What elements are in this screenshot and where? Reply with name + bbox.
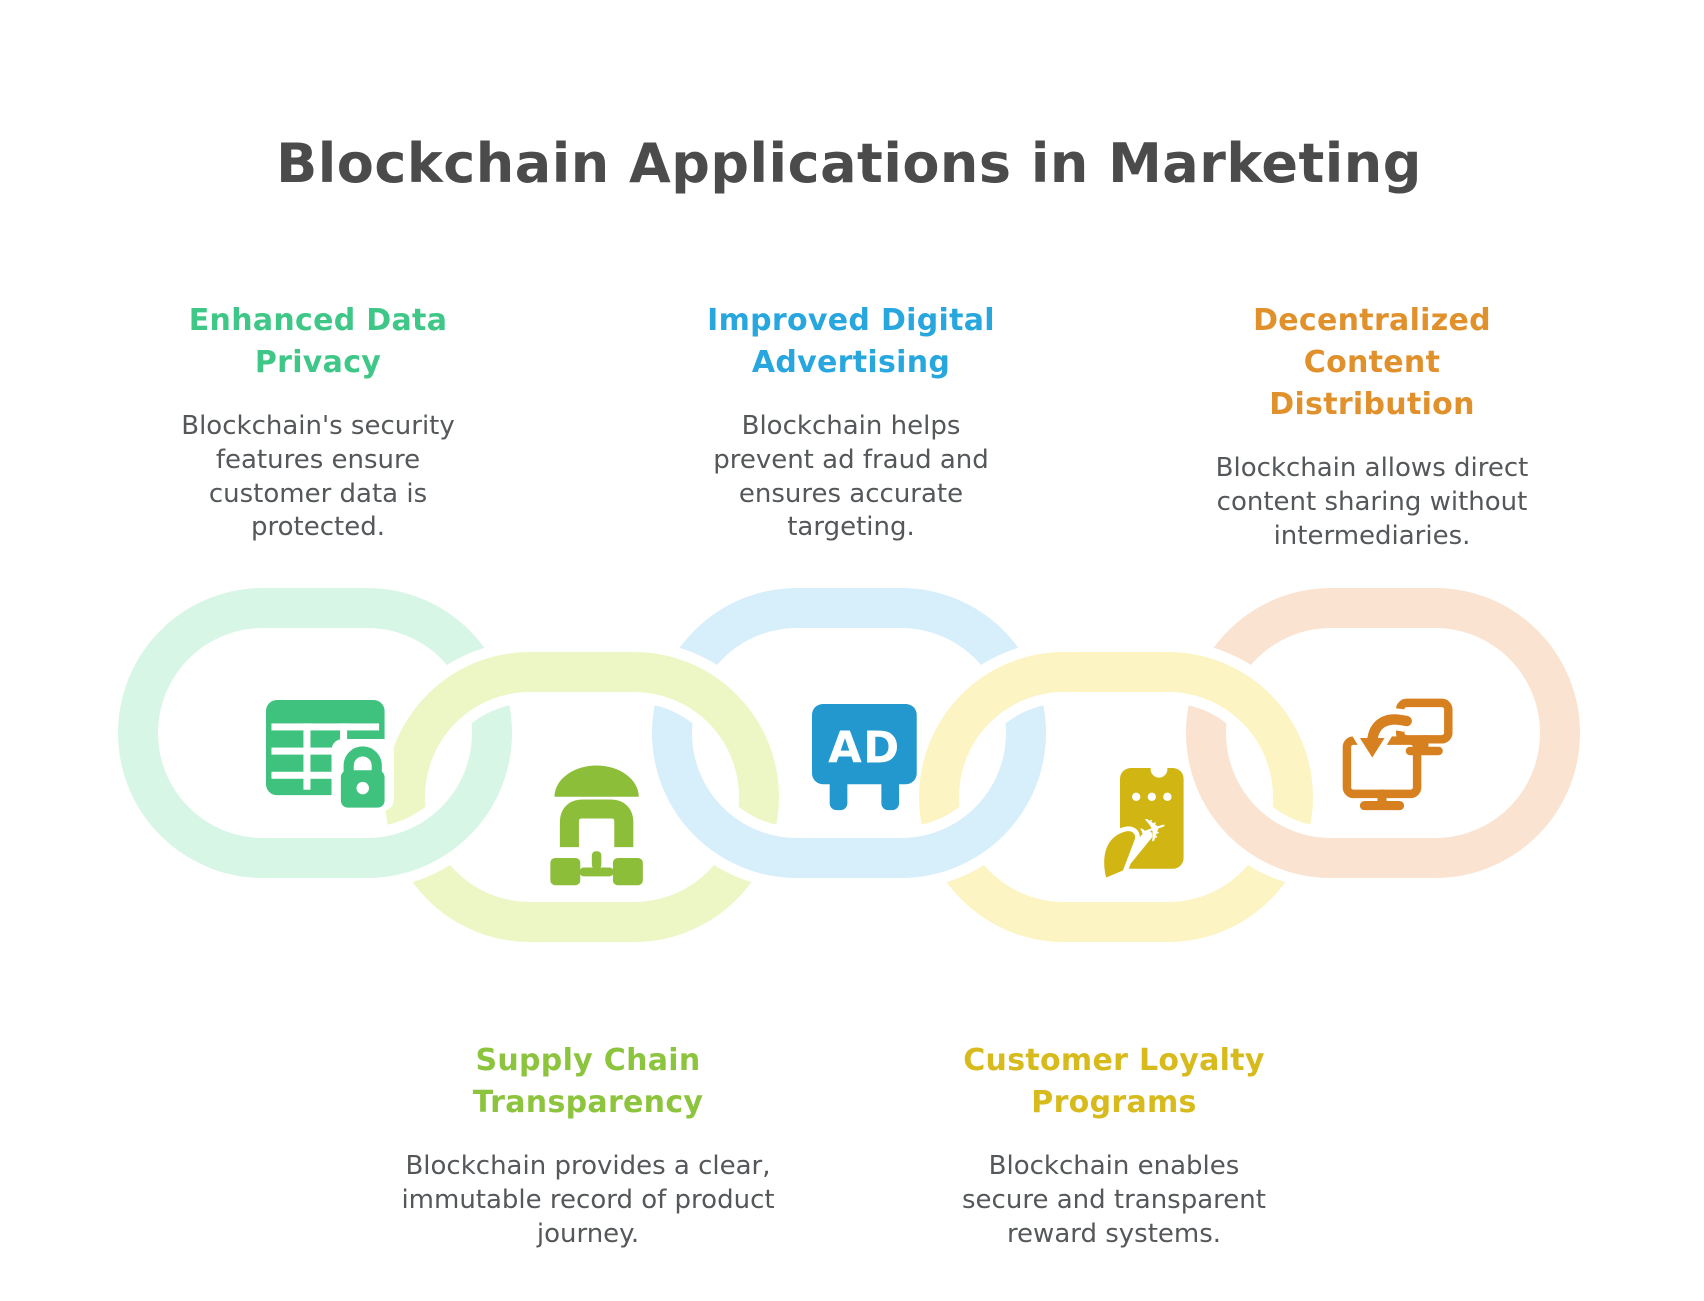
ad-label: AD [828, 723, 901, 773]
section-description: Blockchain allows direct content sharing… [1215, 453, 1529, 551]
section-description: Blockchain's security features ensure cu… [181, 411, 455, 543]
sitemap-icon [550, 765, 643, 886]
section-enhanced-data-privacy: Enhanced Data Privacy Blockchain's secur… [128, 300, 508, 545]
chain-link-supply [374, 641, 790, 953]
hand-ticket-icon: ✈ [1099, 760, 1184, 885]
table-lock-icon [266, 700, 394, 811]
section-supply-chain-transparency: Supply Chain Transparency Blockchain pro… [398, 1040, 778, 1251]
page-title: Blockchain Applications in Marketing [276, 132, 1422, 195]
section-heading: Decentralized Content Distribution [1253, 303, 1491, 422]
chain-link-privacy [107, 577, 523, 889]
ad-billboard-icon: AD [812, 704, 917, 811]
chain-link-advertising [641, 577, 1057, 889]
chain-link-loyalty [908, 641, 1324, 953]
section-heading: Improved Digital Advertising [707, 303, 995, 380]
section-description: Blockchain provides a clear, immutable r… [401, 1151, 775, 1249]
section-description: Blockchain helps prevent ad fraud and en… [713, 411, 989, 543]
section-decentralized-content-distribution: Decentralized Content Distribution Block… [1182, 300, 1562, 553]
section-heading: Enhanced Data Privacy [188, 303, 448, 380]
chain-link-content [1175, 577, 1591, 889]
section-heading: Supply Chain Transparency [472, 1043, 704, 1120]
section-customer-loyalty-programs: Customer Loyalty Programs Blockchain ena… [924, 1040, 1304, 1251]
section-description: Blockchain enables secure and transparen… [962, 1151, 1266, 1249]
section-heading: Customer Loyalty Programs [963, 1043, 1265, 1120]
section-improved-digital-advertising: Improved Digital Advertising Blockchain … [661, 300, 1041, 545]
screen-share-icon [1342, 698, 1453, 811]
